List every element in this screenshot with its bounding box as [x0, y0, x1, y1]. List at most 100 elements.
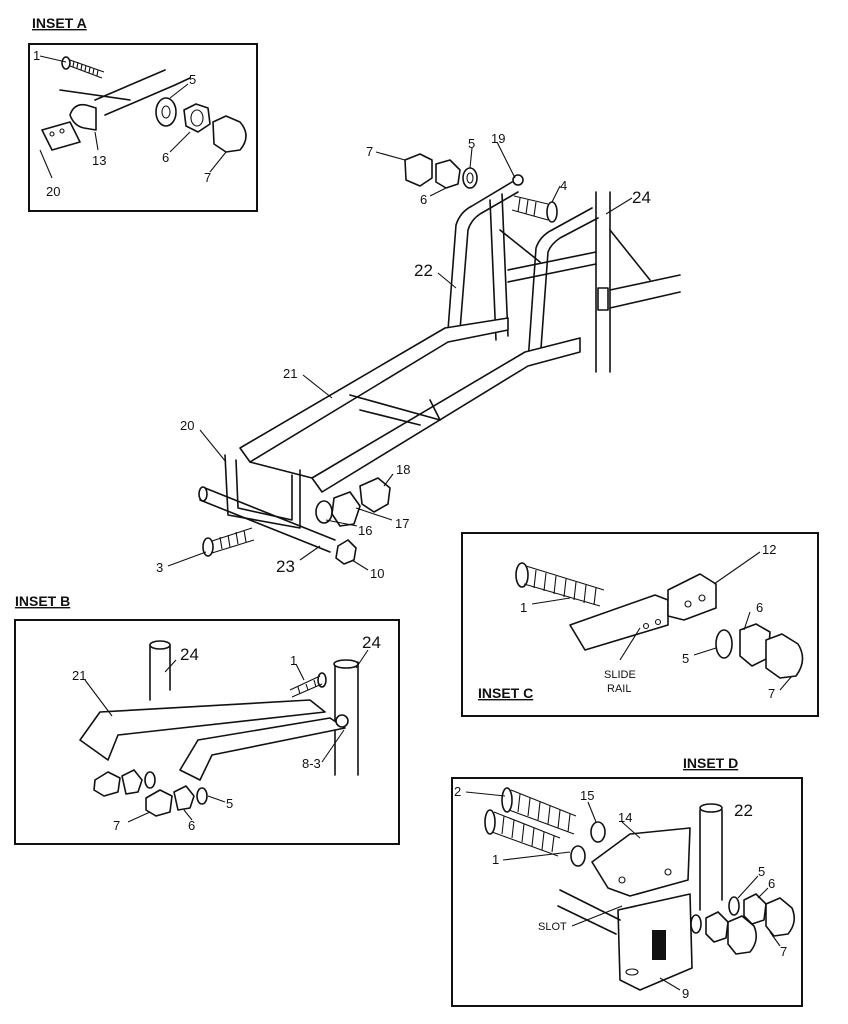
upright-bracket — [597, 287, 609, 311]
inset-b-washer-upper — [144, 771, 156, 789]
inset-d-leader-5 — [737, 875, 759, 899]
inset-d-label-2: 2 — [454, 784, 461, 799]
inset-d-leader-14 — [621, 821, 641, 839]
inset-b-leader-21 — [84, 679, 113, 717]
inset-b-leader-24a — [164, 659, 177, 673]
leader-19 — [496, 141, 516, 179]
inset-b-label-8-3: 8-3 — [302, 756, 321, 771]
rail-cross-front — [249, 461, 313, 479]
inset-d: INSET D 2 15 — [451, 755, 803, 1007]
leader-6-top — [429, 187, 447, 197]
inset-b-label-1: 1 — [290, 653, 297, 668]
inset-b-post-24-left — [149, 644, 171, 701]
inset-a-label-13: 13 — [92, 153, 106, 168]
inset-c-leader-7 — [779, 675, 793, 691]
label-7: 7 — [366, 144, 373, 159]
leader-10 — [351, 559, 369, 571]
inset-c-title: INSET C — [478, 685, 533, 701]
inset-b-label-7: 7 — [113, 818, 120, 833]
inset-a-label-20: 20 — [46, 184, 60, 199]
inset-b-pivot — [335, 714, 349, 728]
inset-d-leader-6 — [757, 887, 769, 899]
inset-b-cap-nut-7 — [145, 789, 173, 817]
inset-b-label-5: 5 — [226, 796, 233, 811]
leader-23 — [299, 545, 321, 561]
label-20: 20 — [180, 418, 194, 433]
label-10: 10 — [370, 566, 384, 581]
frame-22-left-rail — [447, 181, 513, 331]
inset-a-bolt-1 — [61, 56, 105, 79]
inset-d-bolt-1 — [484, 809, 561, 857]
inset-d-label-9: 9 — [682, 986, 689, 1001]
inset-c: INSET C 12 1 6 5 SLIDE RAIL 7 — [461, 532, 819, 717]
inset-c-label-6: 6 — [756, 600, 763, 615]
inset-c-leader-6 — [743, 611, 751, 631]
upright-brace — [609, 229, 651, 281]
inset-c-bracket-12 — [667, 573, 717, 621]
inset-c-cap-nut-7 — [765, 633, 804, 679]
label-3: 3 — [156, 560, 163, 575]
inset-a-plate-20 — [41, 121, 81, 151]
inset-c-label-7: 7 — [768, 686, 775, 701]
inset-a-label-6: 6 — [162, 150, 169, 165]
inset-a-leader-13 — [94, 131, 99, 151]
inset-c-label-slide: SLIDE — [604, 669, 636, 681]
inset-a-title: INSET A — [32, 15, 87, 31]
inset-d-leader-9 — [659, 977, 681, 991]
inset-d-cap-nut-7 — [765, 897, 796, 937]
inset-a-label-1: 1 — [33, 48, 40, 63]
inset-b-leader-83 — [321, 729, 345, 763]
leader-17 — [355, 507, 393, 521]
slide-rail-21-right — [311, 337, 581, 493]
inset-c-bolt-1 — [515, 562, 605, 607]
front-tube-end — [198, 486, 208, 502]
leader-22 — [437, 272, 457, 289]
washer-5-top — [462, 167, 478, 189]
inset-d-leader-1 — [502, 851, 571, 861]
frame-22-left-rail-inner — [459, 191, 519, 331]
inset-c-leader-1 — [531, 597, 571, 605]
inset-a-leader-1 — [39, 55, 67, 63]
inset-d-leader-2 — [465, 791, 506, 797]
inset-b-leader-5 — [207, 795, 226, 803]
frame-22-crossbar — [507, 251, 597, 283]
inset-b-leader-1 — [295, 663, 305, 681]
inset-b-leader-6 — [183, 809, 193, 821]
label-5: 5 — [468, 136, 475, 151]
label-18: 18 — [396, 462, 410, 477]
inset-b-washer-5 — [196, 787, 208, 805]
cap-10 — [335, 539, 357, 565]
inset-a-leader-6 — [169, 131, 191, 153]
inset-b-cap-nut-upper — [93, 771, 121, 797]
frame-22-right-rail — [527, 207, 593, 363]
inset-d-label-15: 15 — [580, 788, 594, 803]
bolt-4 — [511, 195, 558, 223]
hole-19 — [512, 174, 524, 186]
inset-a-rail-line — [59, 89, 131, 101]
inset-c-label-rail: RAIL — [607, 683, 631, 695]
nut-17 — [331, 491, 361, 527]
inset-c-leader-12 — [713, 551, 761, 585]
inset-b: INSET B 24 24 21 1 8-3 5 7 6 — [14, 593, 400, 845]
front-frame-20 — [224, 454, 301, 529]
frame-22-brace — [499, 229, 541, 263]
inset-d-title: INSET D — [683, 755, 738, 771]
inset-b-label-24b: 24 — [362, 633, 381, 652]
washer-16 — [315, 500, 333, 524]
leader-21 — [302, 374, 333, 399]
leader-16 — [325, 519, 358, 527]
cap-nut-7-top — [404, 153, 433, 187]
inset-b-title: INSET B — [15, 593, 70, 609]
inset-a-bracket-edge — [94, 69, 191, 116]
inset-d-label-14: 14 — [618, 810, 632, 825]
label-17: 17 — [395, 516, 409, 531]
inset-d-leader-15 — [587, 801, 597, 823]
leader-3 — [167, 551, 207, 567]
inset-d-rail — [557, 889, 621, 935]
nut-6-top — [435, 159, 461, 189]
label-21: 21 — [283, 366, 297, 381]
inset-b-bolt-1 — [289, 672, 327, 698]
inset-a-leader-20 — [39, 149, 53, 179]
inset-d-leader-7 — [769, 931, 781, 947]
inset-a-cap-nut-7 — [212, 115, 247, 153]
